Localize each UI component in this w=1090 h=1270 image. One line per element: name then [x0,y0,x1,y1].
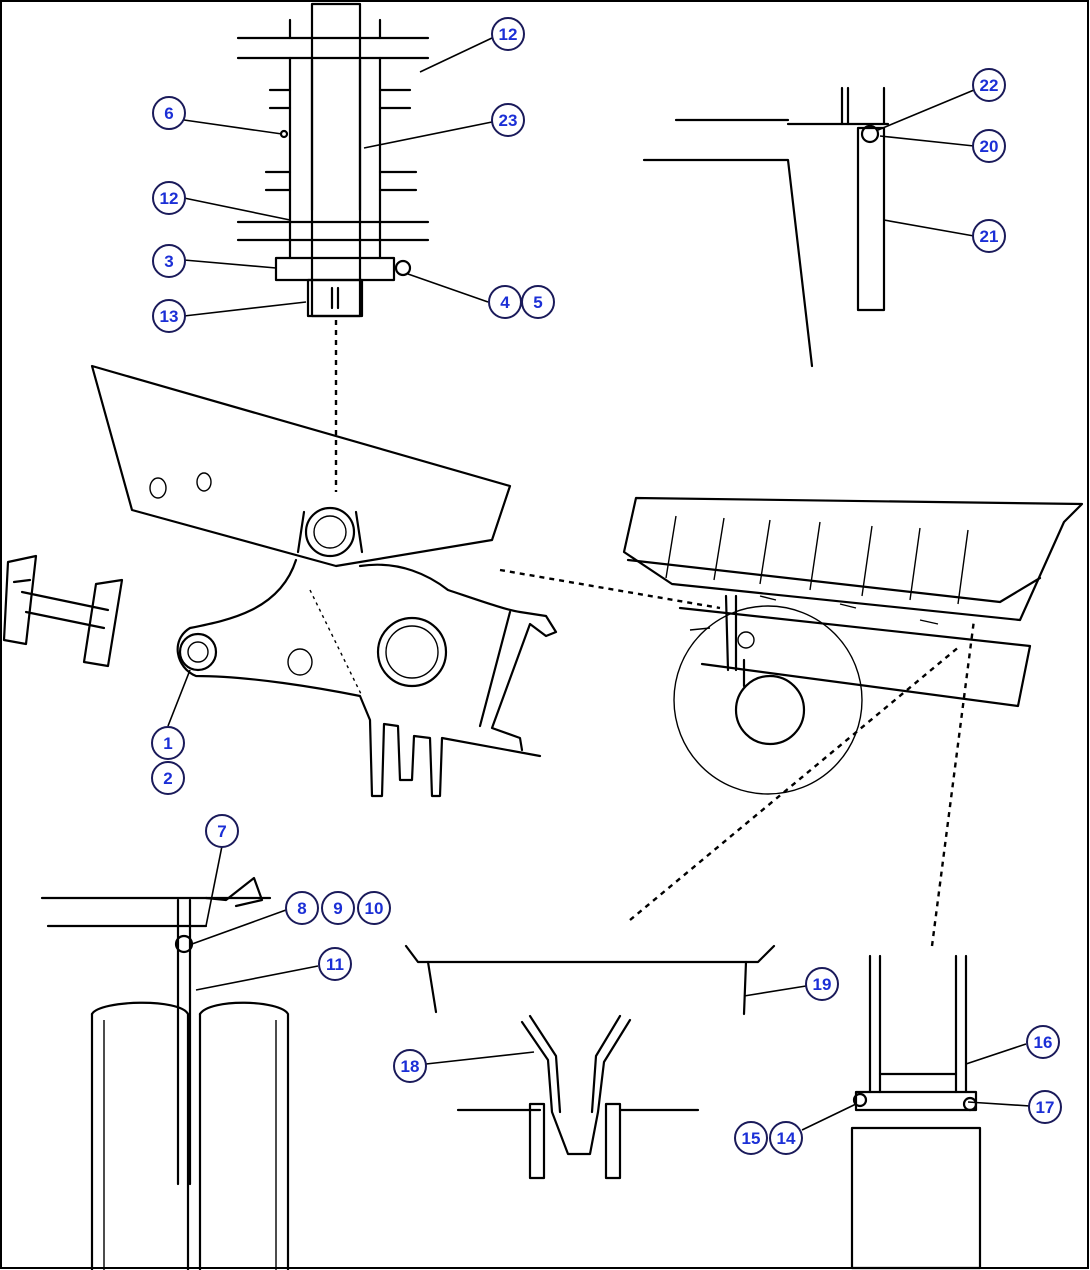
callout-22[interactable]: 22 [972,68,1006,102]
callout-6[interactable]: 6 [152,96,186,130]
dump-body-view [622,496,1084,795]
callout-23[interactable]: 23 [491,103,525,137]
svg-text:8: 8 [297,899,306,918]
callout-18[interactable]: 18 [393,1049,427,1083]
svg-text:19: 19 [813,975,832,994]
callout-20[interactable]: 20 [972,129,1006,163]
svg-text:3: 3 [164,252,173,271]
callout-15[interactable]: 15 [734,1121,768,1155]
svg-text:14: 14 [777,1129,796,1148]
callout-13[interactable]: 13 [152,299,186,333]
svg-text:13: 13 [160,307,179,326]
callout-7[interactable]: 7 [205,814,239,848]
callout-12-mid[interactable]: 12 [152,181,186,215]
pin-assembly-detail [236,2,430,318]
svg-text:20: 20 [980,137,999,156]
callout-14[interactable]: 14 [769,1121,803,1155]
svg-text:15: 15 [742,1129,761,1148]
callout-11[interactable]: 11 [318,947,352,981]
svg-text:12: 12 [499,25,518,44]
svg-text:23: 23 [499,111,518,130]
frame-bracket-assembly [90,364,558,798]
svg-text:2: 2 [163,769,172,788]
svg-text:9: 9 [333,899,342,918]
callout-1[interactable]: 1 [151,726,185,760]
svg-text:1: 1 [163,734,172,753]
callout-4[interactable]: 4 [488,285,522,319]
callouts: 12 6 23 12 3 4 5 13 22 20 21 1 2 7 8 9 1… [151,17,1062,1155]
svg-text:21: 21 [980,227,999,246]
svg-text:12: 12 [160,189,179,208]
leader-lines [167,37,1031,1131]
rod-tire-detail [40,876,290,1270]
svg-text:17: 17 [1036,1098,1055,1117]
callout-17[interactable]: 17 [1028,1090,1062,1124]
svg-text:5: 5 [533,293,542,312]
tube-detail [642,86,890,368]
callout-8[interactable]: 8 [285,891,319,925]
callout-5[interactable]: 5 [521,285,555,319]
svg-text:16: 16 [1034,1033,1053,1052]
svg-text:11: 11 [326,955,344,974]
callout-16[interactable]: 16 [1026,1025,1060,1059]
callout-2[interactable]: 2 [151,761,185,795]
callout-3[interactable]: 3 [152,244,186,278]
svg-text:10: 10 [365,899,384,918]
svg-text:6: 6 [164,104,173,123]
svg-text:7: 7 [217,822,226,841]
svg-text:4: 4 [500,293,510,312]
callout-10[interactable]: 10 [357,891,391,925]
callout-21[interactable]: 21 [972,219,1006,253]
svg-text:22: 22 [980,76,999,95]
pin-side-view [2,554,124,668]
callout-12-top[interactable]: 12 [491,17,525,51]
callout-19[interactable]: 19 [805,967,839,1001]
bracket-bottom-detail [404,944,776,1180]
svg-text:18: 18 [401,1057,420,1076]
cylinder-detail [850,954,982,1270]
callout-9[interactable]: 9 [321,891,355,925]
